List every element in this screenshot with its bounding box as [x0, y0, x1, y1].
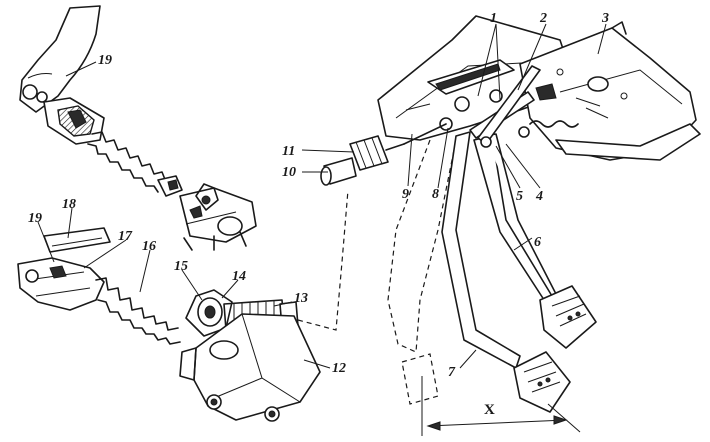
pedal-box-housing	[377, 15, 701, 161]
label-4: 4	[535, 189, 543, 204]
label-18: 18	[62, 197, 76, 212]
label-9: 9	[402, 187, 409, 202]
dimension-x: X	[421, 376, 581, 436]
label-14: 14	[232, 269, 246, 284]
leader-lines	[37, 23, 607, 369]
label-3: 3	[601, 11, 609, 26]
cable-end-fitting	[320, 135, 405, 186]
label-8: 8	[432, 187, 439, 202]
lower-firewall-section	[17, 227, 111, 311]
label-7: 7	[448, 365, 456, 380]
lower-cable-conduit	[95, 277, 181, 345]
upper-firewall-section	[19, 5, 105, 145]
label-17: 17	[118, 229, 133, 244]
label-13: 13	[294, 291, 308, 306]
pedal-set	[387, 65, 597, 413]
label-19-lower: 19	[28, 211, 42, 226]
label-6: 6	[534, 235, 541, 250]
label-12: 12	[332, 361, 346, 376]
label-15: 15	[174, 259, 188, 274]
label-19-upper: 19	[98, 53, 112, 68]
label-2: 2	[539, 11, 547, 26]
label-11: 11	[282, 144, 295, 159]
lower-mount-bracket	[179, 289, 321, 422]
upper-mount-bracket	[179, 183, 257, 251]
label-16: 16	[142, 239, 156, 254]
cable-connection-dashed-line	[297, 189, 349, 331]
part-labels: 19 18 19 17 16 15 14 13 12 11 10 9 8 1 2…	[28, 11, 609, 380]
label-5: 5	[516, 189, 523, 204]
label-1: 1	[490, 11, 497, 26]
upper-cable-conduit	[87, 131, 183, 197]
label-10: 10	[282, 165, 296, 180]
dimension-x-label: X	[484, 402, 495, 418]
